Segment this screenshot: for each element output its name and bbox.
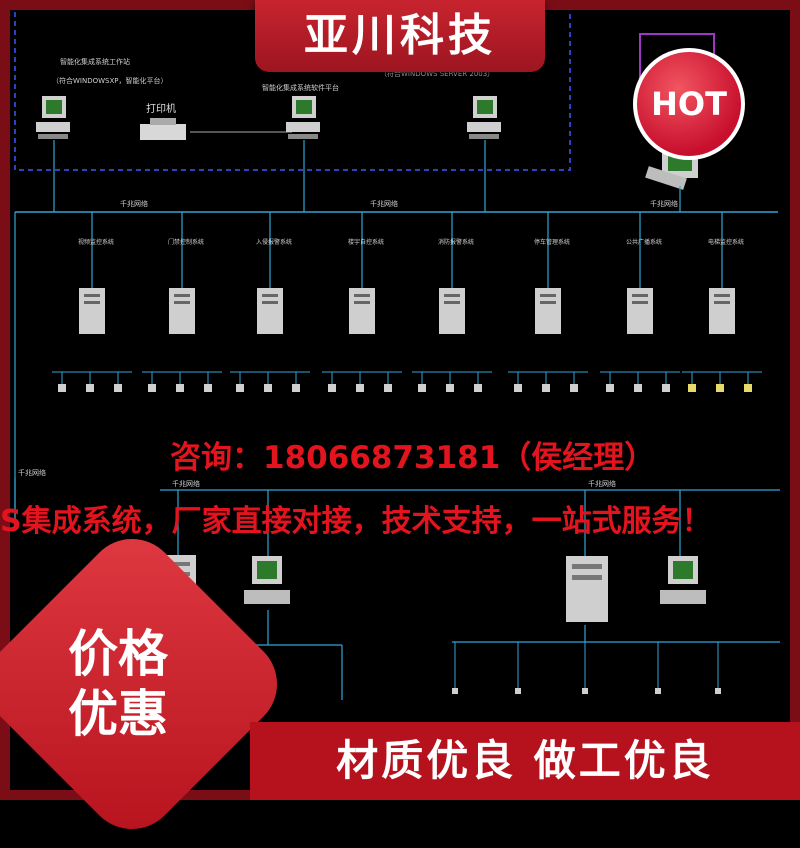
price-badge-text: 价格 优惠: [28, 624, 208, 744]
lower-label: 千兆网络: [588, 479, 616, 488]
server-slot: [540, 294, 556, 297]
workstation-label: 智能化集成系统工作站: [60, 57, 130, 66]
printer-icon: [140, 118, 186, 140]
subsystem-label: 楼宇自控系统: [348, 238, 384, 246]
device-icon: [542, 384, 550, 392]
server-slot: [540, 301, 556, 304]
device-icon: [328, 384, 336, 392]
quality-banner: 材质优良 做工优良: [250, 722, 800, 800]
subsystem-label: 门禁控制系统: [168, 238, 204, 246]
price-badge: 价格 优惠: [0, 519, 297, 848]
workstation-zone-boundary: [14, 12, 571, 171]
device-icon: [204, 384, 212, 392]
server-slot: [354, 294, 370, 297]
device-icon: [148, 384, 156, 392]
server-slot: [632, 294, 648, 297]
contact-text: 咨询：18066873181（侯经理）: [170, 440, 656, 476]
device-icon: [114, 384, 122, 392]
workstation-note: （符合WINDOWS SERVER 2003）: [380, 69, 494, 78]
device-icon: [514, 384, 522, 392]
computer-icon: [244, 556, 290, 604]
device-icon: [418, 384, 426, 392]
subsystem-label: 停车管理系统: [534, 238, 570, 246]
backbone-label: 千兆网络: [650, 199, 678, 208]
lower-label: 千兆网络: [172, 479, 200, 488]
computer-icon: [286, 96, 320, 139]
server-slot: [444, 301, 460, 304]
server-slot: [84, 294, 100, 297]
device-icon: [58, 384, 66, 392]
device-icon: [452, 688, 458, 694]
device-icon: [716, 384, 724, 392]
subsystem-label: 视频监控系统: [78, 238, 114, 246]
server-slot: [354, 301, 370, 304]
lower-label: 千兆网络: [18, 468, 46, 477]
subsystem-group: 视频监控系统 门禁控制系统 入侵报警系统 楼宇自控系统 消防报警系统 停车管理系统 公共广播…: [52, 212, 762, 392]
computer-icon: [36, 96, 70, 139]
subsystem-label: 公共广播系统: [626, 238, 662, 246]
device-icon: [655, 688, 661, 694]
workstation-note: 智能化集成系统软件平台: [262, 83, 339, 92]
device-icon: [570, 384, 578, 392]
backbone-label: 千兆网络: [120, 199, 148, 208]
hot-badge: HOT: [633, 48, 745, 160]
server-slot: [84, 301, 100, 304]
computer-icon: [467, 96, 501, 139]
endpoint-group: [452, 642, 721, 694]
device-icon: [515, 688, 521, 694]
device-icon: [176, 384, 184, 392]
price-line-1: 价格: [68, 625, 168, 683]
device-icon: [474, 384, 482, 392]
device-icon: [662, 384, 670, 392]
brand-banner: 亚川科技: [255, 0, 545, 72]
device-icon: [356, 384, 364, 392]
device-icon: [236, 384, 244, 392]
server-slot: [262, 294, 278, 297]
device-icon: [744, 384, 752, 392]
device-icon: [384, 384, 392, 392]
device-icon: [86, 384, 94, 392]
server-slot: [174, 294, 190, 297]
device-icon: [688, 384, 696, 392]
device-icon: [582, 688, 588, 694]
printer-label: 打印机: [146, 102, 176, 115]
server-icon: [566, 556, 608, 622]
server-slot: [262, 301, 278, 304]
computer-icon: [660, 556, 706, 604]
server-slot: [714, 301, 730, 304]
service-tagline: S集成系统，厂家直接对接，技术支持，一站式服务！: [0, 504, 712, 539]
server-slot: [714, 294, 730, 297]
device-icon: [606, 384, 614, 392]
device-icon: [715, 688, 721, 694]
subsystem-label: 电梯监控系统: [708, 238, 744, 246]
server-slot: [632, 301, 648, 304]
subsystem-label: 消防报警系统: [438, 238, 474, 246]
subsystem-label: 入侵报警系统: [256, 238, 292, 246]
device-icon: [634, 384, 642, 392]
device-icon: [264, 384, 272, 392]
device-icon: [292, 384, 300, 392]
price-line-2: 优惠: [68, 685, 168, 743]
server-slot: [444, 294, 460, 297]
server-slot: [174, 301, 190, 304]
device-icon: [446, 384, 454, 392]
backbone-label: 千兆网络: [370, 199, 398, 208]
workstation-note: （符合WINDOWSXP，智能化平台）: [52, 76, 168, 85]
